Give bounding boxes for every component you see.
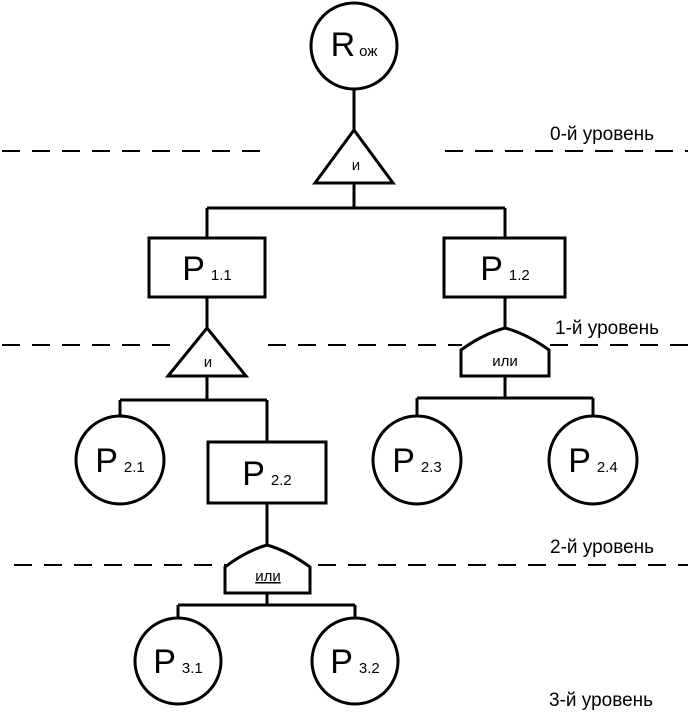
svg-text:P1.1: P 1.1 <box>182 250 232 288</box>
and-gate-triangle <box>312 127 396 185</box>
svg-text:P2.1: P 2.1 <box>95 442 145 480</box>
svg-text:Rож: Rож <box>331 26 378 64</box>
event-p21-node: P 2.1 <box>74 414 166 506</box>
level-separators <box>2 150 688 566</box>
event-p21-label: P <box>95 442 118 480</box>
level-3-label: 3-й уровень <box>549 690 653 711</box>
event-p22-node: P 2.2 <box>206 440 328 505</box>
event-p32-circle <box>310 616 400 706</box>
event-p11-box <box>147 236 267 299</box>
level-2-label: 2-й уровень <box>550 537 654 558</box>
event-p24-circle <box>547 414 639 506</box>
svg-text:P2.2: P 2.2 <box>242 455 292 493</box>
and-gate-label: и <box>352 157 360 174</box>
event-p12-box <box>442 236 567 299</box>
level-1-label: 1-й уровень <box>555 318 659 339</box>
event-p23-circle <box>371 414 463 506</box>
or-gate-level-1: или <box>459 326 551 378</box>
and-gate-level-0: и <box>312 127 396 185</box>
event-p12-label: P <box>480 250 503 288</box>
event-p23-node: P 2.3 <box>371 414 463 506</box>
event-p12-node: P 1.2 <box>442 236 567 299</box>
and-gate-level-1: и <box>164 325 250 378</box>
svg-text:P2.3: P 2.3 <box>392 442 442 480</box>
event-p31-circle <box>133 616 223 706</box>
or-gate-shape <box>223 543 312 595</box>
event-p22-box <box>206 440 328 505</box>
event-p11-label: P <box>182 250 205 288</box>
event-p31-label: P <box>153 643 176 681</box>
or-gate-shape <box>459 326 551 378</box>
connectors <box>118 89 595 618</box>
event-p22-subscript: 2.2 <box>271 472 292 489</box>
event-p24-subscript: 2.4 <box>597 459 618 476</box>
event-p24-node: P 2.4 <box>547 414 639 506</box>
event-p22-label: P <box>242 455 265 493</box>
event-p31-subscript: 3.1 <box>182 660 203 677</box>
or-gate-label: или <box>255 568 281 585</box>
or-gate-level-2: или <box>223 543 312 595</box>
or-gate-label: или <box>492 353 518 370</box>
root-event-subscript: ож <box>359 43 377 60</box>
and-gate-triangle <box>164 325 250 378</box>
event-p23-subscript: 2.3 <box>421 459 442 476</box>
root-event-label: R <box>331 26 356 64</box>
event-p32-subscript: 3.2 <box>359 660 380 677</box>
svg-text:P3.2: P 3.2 <box>330 643 380 681</box>
svg-text:P3.1: P 3.1 <box>153 643 203 681</box>
event-p32-node: P 3.2 <box>310 616 400 706</box>
event-p12-subscript: 1.2 <box>509 267 530 284</box>
level-0-label: 0-й уровень <box>550 124 654 145</box>
event-p21-circle <box>74 414 166 506</box>
event-p11-node: P 1.1 <box>147 236 267 299</box>
event-p21-subscript: 2.1 <box>124 459 145 476</box>
event-p24-label: P <box>568 442 591 480</box>
svg-text:P2.4: P 2.4 <box>568 442 618 480</box>
root-event-circle <box>309 1 399 91</box>
event-p32-label: P <box>330 643 353 681</box>
svg-text:P1.2: P 1.2 <box>480 250 530 288</box>
event-p23-label: P <box>392 442 415 480</box>
and-gate-label: и <box>204 354 212 371</box>
event-p31-node: P 3.1 <box>133 616 223 706</box>
event-p11-subscript: 1.1 <box>211 267 232 284</box>
